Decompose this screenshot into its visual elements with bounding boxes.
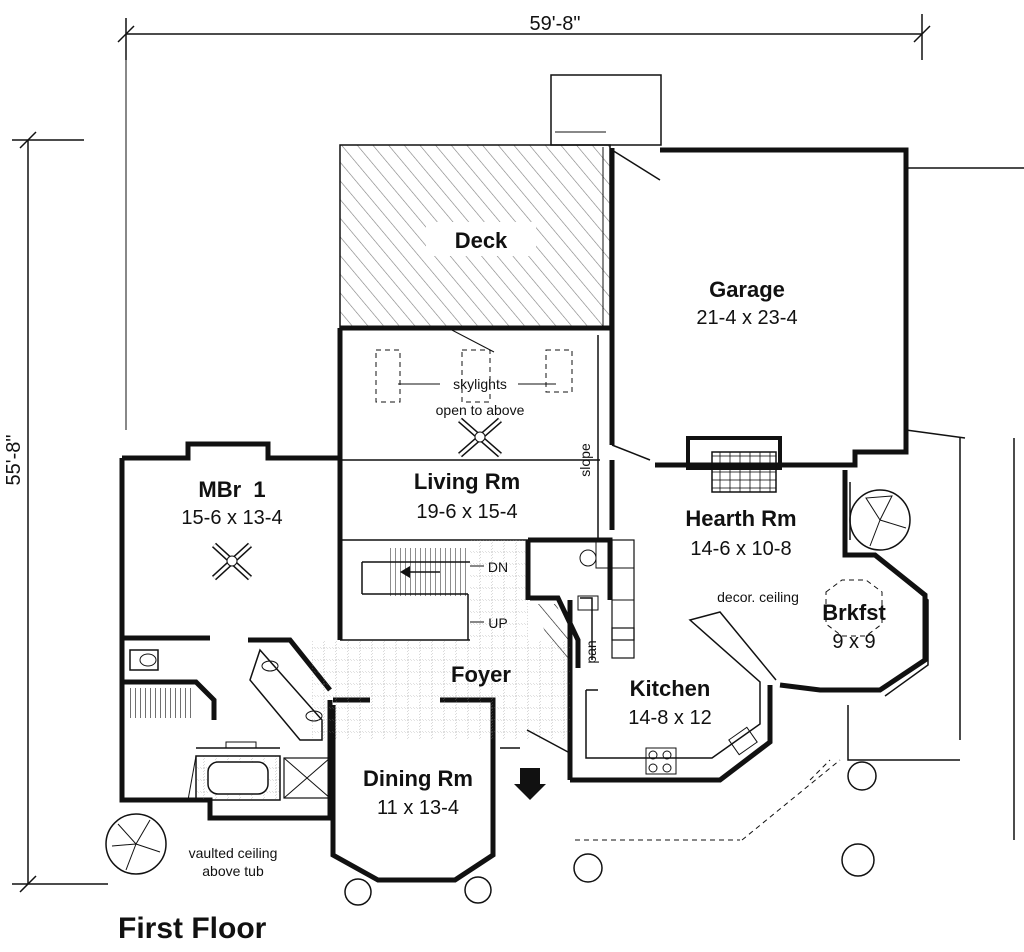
- kitchen-label: Kitchen: [630, 676, 711, 701]
- vaulted-ceiling-note: vaulted ceiling: [189, 845, 278, 861]
- fireplace: [686, 436, 782, 493]
- garage-size: 21-4 x 23-4: [696, 307, 797, 329]
- depth-label: 55'-8": [3, 435, 25, 486]
- living-room-label: Living Rm: [414, 469, 520, 494]
- master-bedroom: [105, 542, 332, 875]
- hearth-room-label: Hearth Rm: [685, 506, 796, 531]
- depth-dimension: 55'-8": [3, 131, 108, 893]
- width-dimension: 59'-8": [117, 13, 931, 430]
- living-room-size: 19-6 x 15-4: [416, 501, 517, 523]
- powder-room: [525, 537, 635, 668]
- deck-label: Deck: [455, 228, 508, 253]
- landscaping: [344, 759, 877, 906]
- stairs-down-label: DN: [488, 559, 508, 575]
- exterior-walls: [119, 325, 928, 883]
- dining-room-label: Dining Rm: [363, 766, 473, 791]
- slope-note: slope: [577, 443, 593, 477]
- stairs-up-label: UP: [488, 615, 507, 631]
- brkfst-size: 9 x 9: [832, 631, 875, 653]
- brkfst-label: Brkfst: [822, 600, 886, 625]
- deck: [339, 74, 662, 329]
- ceiling-fan-icon: [211, 542, 253, 581]
- ceiling-fan-icon: [458, 417, 502, 458]
- mbr-label: MBr 1: [198, 477, 265, 502]
- kitchen-counters: [585, 611, 777, 775]
- hearth-room-size: 14-6 x 10-8: [690, 538, 791, 560]
- decor-ceiling-note: decor. ceiling: [717, 589, 799, 605]
- floor-title: First Floor: [118, 912, 267, 945]
- stairs: [361, 548, 484, 640]
- mbr-size: 15-6 x 13-4: [181, 507, 282, 529]
- skylights-note: skylights: [453, 376, 507, 392]
- open-to-above-note: open to above: [436, 402, 525, 418]
- foyer: [312, 540, 570, 800]
- garage: [609, 147, 1024, 468]
- garage-label: Garage: [709, 277, 785, 302]
- breakfast-bay: [825, 438, 1015, 840]
- above-tub-note: above tub: [202, 863, 264, 879]
- pantry-label: pan: [583, 640, 599, 663]
- kitchen-size: 14-8 x 12: [628, 707, 711, 729]
- foyer-label: Foyer: [451, 662, 511, 687]
- dining-room-size: 11 x 13-4: [377, 797, 459, 819]
- width-label: 59'-8": [530, 13, 581, 35]
